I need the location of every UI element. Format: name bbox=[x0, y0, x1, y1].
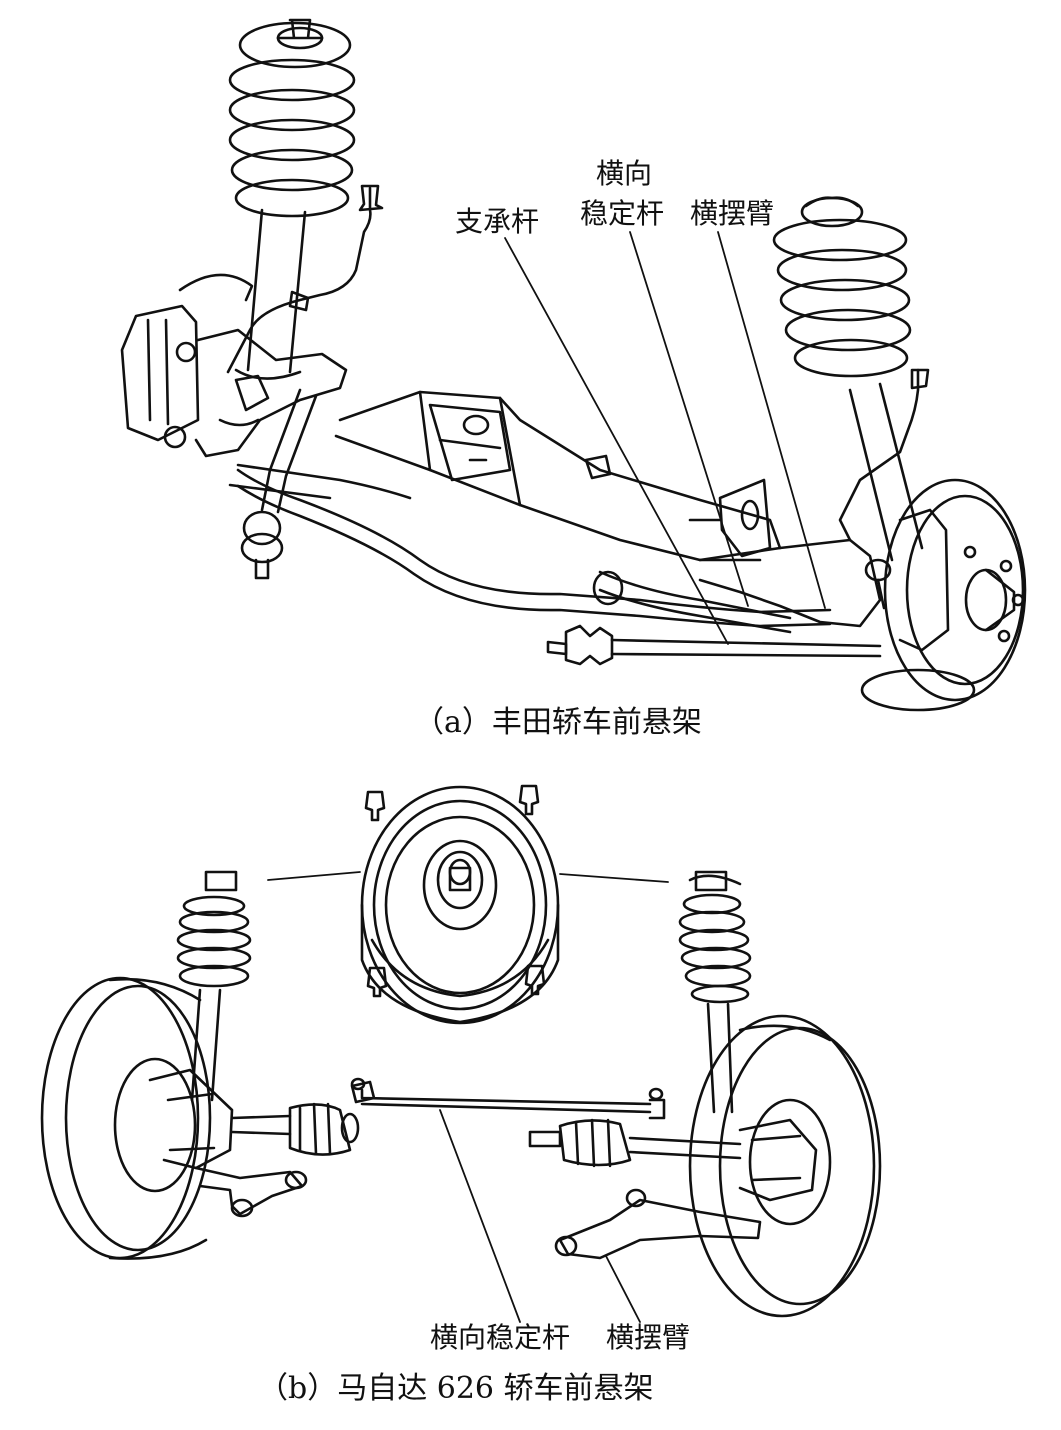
toyota-suspension-drawing bbox=[120, 18, 1027, 712]
mount-leader-right bbox=[559, 873, 669, 883]
label-control-arm: 横摆臂 bbox=[690, 197, 775, 230]
left-drive-shaft bbox=[230, 1102, 360, 1156]
leader-control-arm bbox=[717, 231, 826, 609]
left-coil-spring bbox=[228, 18, 356, 218]
leader-support-rod bbox=[504, 237, 729, 645]
left-lower-arm bbox=[228, 388, 412, 580]
right-wheel bbox=[688, 1014, 882, 1318]
right-brake-disc bbox=[860, 478, 1027, 712]
caption-figure-a: （a）丰田轿车前悬架 bbox=[414, 705, 702, 740]
label-control-arm-b: 横摆臂 bbox=[606, 1321, 691, 1354]
figure-a-leader-lines bbox=[504, 231, 826, 645]
caption-figure-b: （b）马自达 626 轿车前悬架 bbox=[258, 1371, 654, 1406]
mount-leader-left bbox=[267, 871, 361, 881]
label-support-rod: 支承杆 bbox=[455, 205, 540, 238]
right-strut-tube bbox=[848, 382, 924, 562]
left-strut-b bbox=[176, 870, 252, 1102]
right-strut-b bbox=[678, 870, 752, 1114]
crossmember bbox=[334, 390, 782, 562]
right-drive-shaft bbox=[528, 1118, 742, 1168]
stabilizer-bar-b bbox=[350, 1077, 666, 1120]
right-lower-arm-b bbox=[558, 1198, 762, 1260]
label-stabilizer-line2: 稳定杆 bbox=[580, 197, 665, 230]
left-brake-line bbox=[226, 186, 372, 374]
right-coil-spring bbox=[772, 196, 912, 378]
label-stabilizer-b: 横向稳定杆 bbox=[430, 1321, 571, 1354]
left-lower-arm-b bbox=[194, 1166, 304, 1216]
right-lower-arm bbox=[698, 538, 882, 628]
leader-stabilizer-b bbox=[439, 1109, 521, 1323]
left-wheel bbox=[40, 976, 234, 1260]
figure-b-leader-lines bbox=[439, 1109, 641, 1323]
left-knuckle-assembly bbox=[120, 273, 348, 458]
stabilizer-bar bbox=[236, 468, 832, 614]
leader-stabilizer bbox=[629, 231, 749, 607]
right-brake-line bbox=[838, 368, 920, 542]
label-stabilizer-line1: 横向 bbox=[596, 157, 653, 190]
support-rod bbox=[598, 570, 792, 634]
mazda-suspension-drawing bbox=[40, 784, 882, 1318]
upper-strut-mount bbox=[360, 784, 560, 1025]
tie-rod bbox=[546, 624, 882, 666]
leader-control-arm-b bbox=[605, 1255, 641, 1323]
left-strut-tube bbox=[234, 208, 307, 380]
